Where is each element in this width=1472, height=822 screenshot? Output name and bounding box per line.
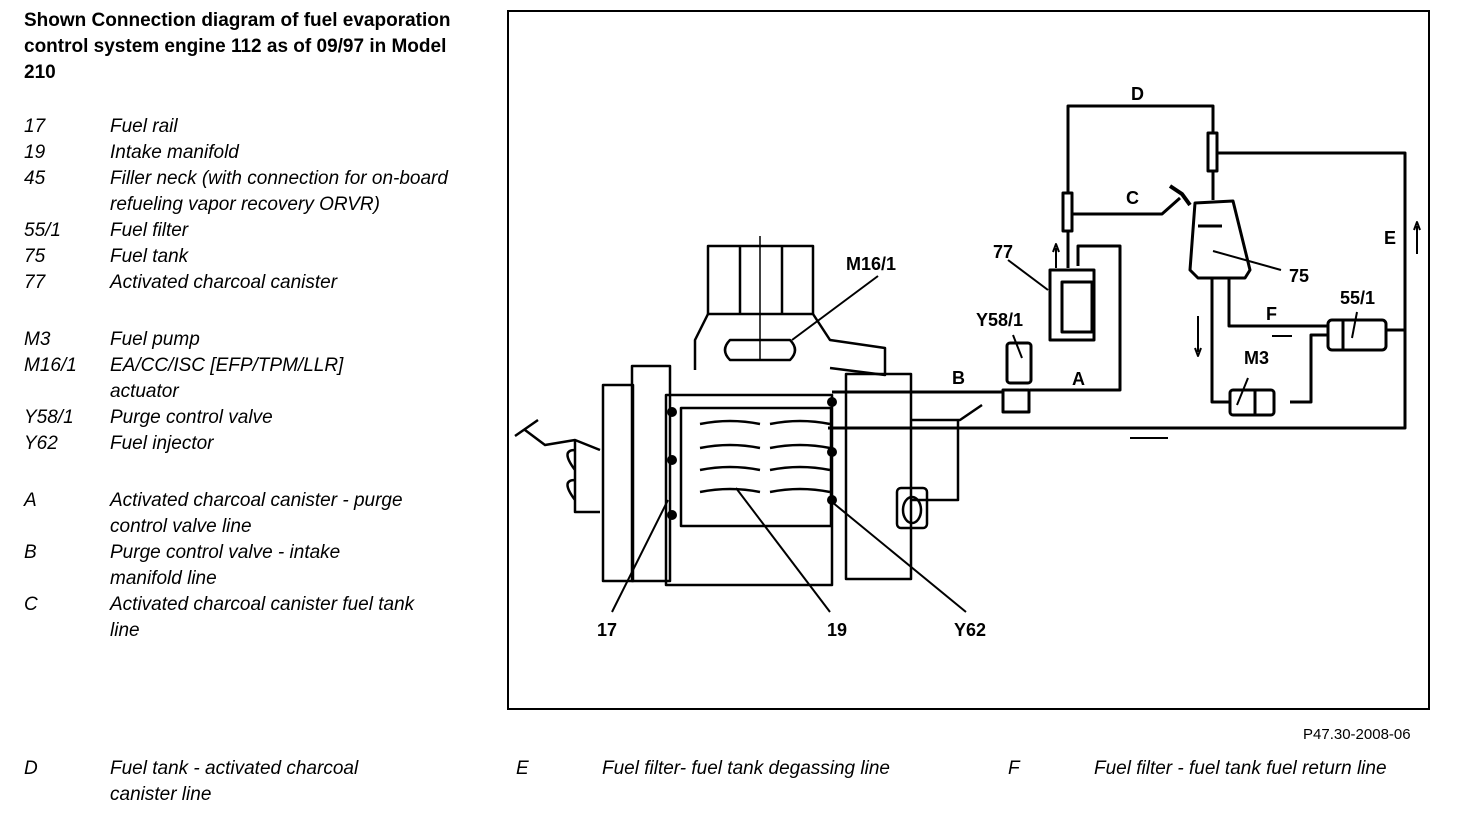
injector-dots: [667, 397, 837, 520]
legend-desc: Fuel filter: [110, 220, 189, 241]
leader-55-1: [1351, 311, 1358, 339]
legend-code: Y62: [24, 433, 58, 454]
legend-item: Y58/1 Purge control valve: [24, 405, 460, 431]
legend-desc: Fuel tank - activated charcoal canister …: [110, 758, 359, 805]
legend-code: 75: [24, 246, 46, 267]
legend-code: 77: [24, 272, 46, 293]
line-return: [828, 335, 1407, 430]
line-F: [1227, 278, 1327, 328]
legend-code: M16/1: [24, 355, 77, 376]
label-A: A: [1072, 369, 1085, 389]
label-E: E: [1384, 228, 1396, 248]
leader-17: [611, 499, 669, 613]
leader-m3: [1236, 377, 1249, 406]
purge-valve-y58-1: [1005, 341, 1033, 385]
flow-arrow: [1052, 243, 1060, 268]
leader-77: [1007, 259, 1049, 291]
legend-desc: Purge control valve: [110, 407, 273, 428]
figure-reference: P47.30-2008-06: [1303, 726, 1411, 743]
engine-block: [514, 236, 983, 587]
label-m16-1: M16/1: [846, 254, 896, 274]
line-E: [1217, 151, 1407, 335]
leader-m16-1: [791, 275, 879, 341]
flow-arrow: [1413, 221, 1421, 254]
legend-desc: Activated charcoal canister fuel tank li…: [110, 594, 415, 641]
bottom-legend-E: E Fuel filter- fuel tank degassing line: [516, 756, 890, 782]
legend-desc: Fuel tank: [110, 246, 189, 267]
legend-code: Y58/1: [24, 407, 74, 428]
legend-item: M16/1 EA/CC/ISC [EFP/TPM/LLR] actuator: [24, 353, 460, 405]
legend-code: F: [1008, 758, 1020, 779]
label-19: 19: [827, 620, 847, 640]
legend-item: A Activated charcoal canister - purge con…: [24, 488, 460, 540]
label-F: F: [1266, 304, 1277, 324]
label-77: 77: [993, 242, 1013, 262]
legend-desc: Filler neck (with connection for on-boar…: [110, 168, 448, 215]
legend-code: 19: [24, 142, 46, 163]
fuel-filter-55-1: [1326, 318, 1388, 352]
fuel-pump-m3: [1228, 388, 1276, 417]
leader-75: [1212, 250, 1282, 271]
label-y62: Y62: [954, 620, 986, 640]
legend-item: M3 Fuel pump: [24, 327, 460, 353]
label-55-1: 55/1: [1340, 288, 1375, 308]
label-D: D: [1131, 84, 1144, 104]
page-title: Shown Connection diagram of fuel evapora…: [24, 10, 451, 83]
leader-y62: [831, 501, 967, 613]
legend-item: 77 Activated charcoal canister: [24, 270, 460, 296]
bottom-legend-D: D Fuel tank - activated charcoal caniste…: [24, 756, 420, 808]
legend-components: 17 Fuel rail 19 Intake manifold 45 Filler n…: [24, 114, 460, 644]
legend-desc: Fuel rail: [110, 116, 178, 137]
label-75: 75: [1289, 266, 1309, 286]
legend-desc: Purge control valve - intake manifold li…: [110, 542, 341, 589]
line-pump-out: [1290, 333, 1327, 404]
legend-code: M3: [24, 329, 51, 350]
leader-y58-1: [1012, 334, 1023, 359]
bottom-legend-F: F Fuel filter - fuel tank fuel return li…: [1008, 756, 1387, 782]
legend-desc: Activated charcoal canister - purge cont…: [110, 490, 403, 537]
label-B: B: [952, 368, 965, 388]
legend-item: Y62 Fuel injector: [24, 431, 460, 457]
legend-item: 45 Filler neck (with connection for on-bo…: [24, 166, 460, 218]
connector: [1206, 131, 1219, 173]
legend-item: 17 Fuel rail: [24, 114, 460, 140]
legend-code: 17: [24, 116, 46, 137]
legend-desc: Fuel pump: [110, 329, 200, 350]
legend-code: 45: [24, 168, 46, 189]
legend-desc: Activated charcoal canister: [110, 272, 338, 293]
legend-item: C Activated charcoal canister fuel tank l…: [24, 592, 460, 644]
line-C: [1072, 196, 1181, 216]
leader-19: [735, 487, 831, 613]
legend-desc: Fuel injector: [110, 433, 214, 454]
legend-item: B Purge control valve - intake manifold l…: [24, 540, 460, 592]
legend-desc: Fuel filter- fuel tank degassing line: [602, 758, 890, 779]
label-m3: M3: [1244, 348, 1269, 368]
fuel-tank-75: [1188, 199, 1252, 280]
legend-desc: Fuel filter - fuel tank fuel return line: [1094, 758, 1387, 779]
legend-code: A: [24, 490, 37, 511]
legend-code: E: [516, 758, 529, 779]
legend-item: 55/1 Fuel filter: [24, 218, 460, 244]
legend-code: D: [24, 758, 38, 779]
label-C: C: [1126, 188, 1139, 208]
legend-code: C: [24, 594, 38, 615]
legend-item: 19 Intake manifold: [24, 140, 460, 166]
line-D: [1066, 104, 1215, 226]
label-y58-1: Y58/1: [976, 310, 1023, 330]
legend-desc: Intake manifold: [110, 142, 239, 163]
legend-code: 55/1: [24, 220, 61, 241]
connector: [1061, 191, 1074, 233]
label-17: 17: [597, 620, 617, 640]
legend-desc: EA/CC/ISC [EFP/TPM/LLR] actuator: [110, 355, 344, 402]
legend-code: B: [24, 542, 37, 563]
legend-item: 75 Fuel tank: [24, 244, 460, 270]
flow-arrow: [1194, 316, 1202, 357]
diagram-frame: [507, 10, 1430, 710]
